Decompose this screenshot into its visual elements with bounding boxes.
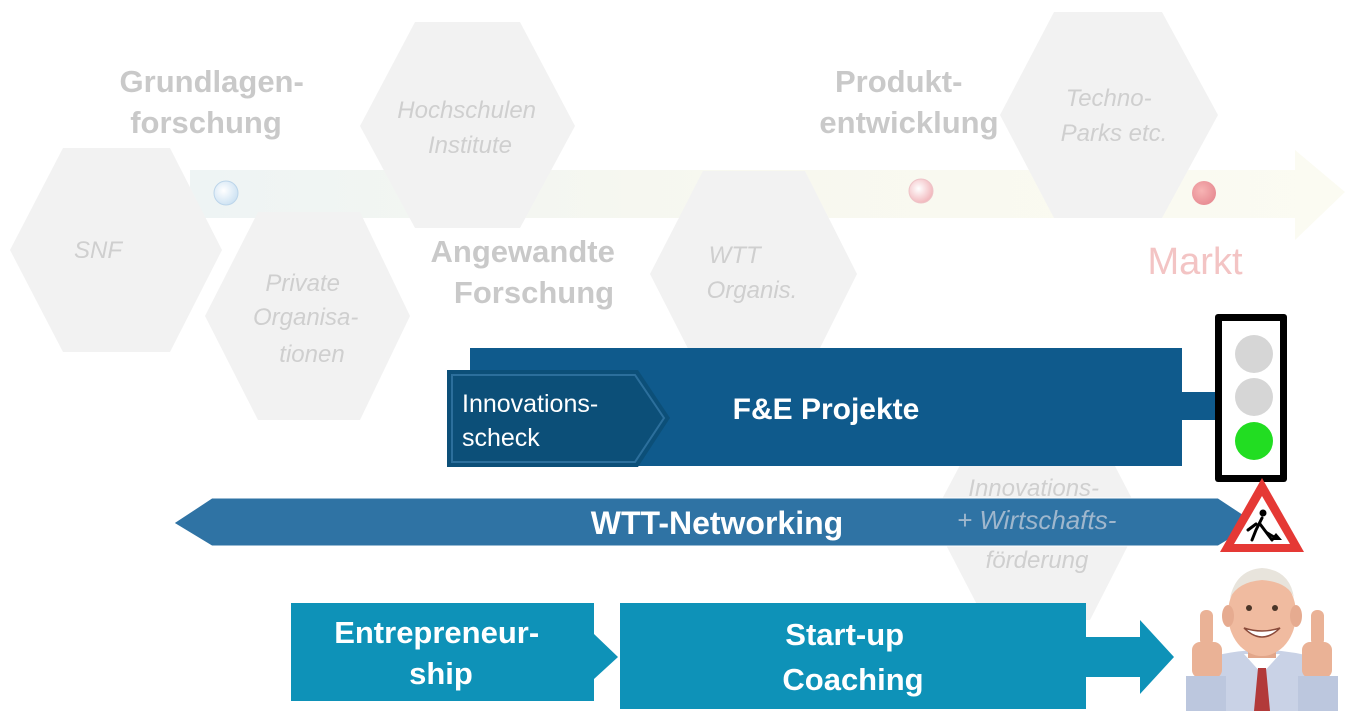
entrepreneurship-box (291, 603, 594, 701)
fe-connector (1182, 392, 1216, 420)
stage-angewandte: Angewandte Forschung (431, 234, 624, 310)
hexagon-snf (10, 148, 222, 352)
hexagon-wtt-label: WTT Organis. (707, 242, 798, 304)
stage-produkt: Produkt- entwicklung (819, 64, 998, 140)
hexagon-snf-label: SNF (74, 237, 123, 264)
hexagon-hochschulen-label: Hochschulen Institute (397, 97, 542, 159)
thumbs-up-photo (1186, 568, 1338, 711)
startup-coaching-box (620, 603, 1086, 709)
hexagon-technoparks-label: Techno- Parks etc. (1061, 85, 1168, 147)
timeline-dot-3 (1192, 181, 1216, 205)
startup-coaching-label: Start-up Coaching (782, 617, 923, 697)
hexagon-private (205, 212, 410, 420)
entrepreneurship-label: Entrepreneur- ship (334, 615, 548, 691)
traffic-light-icon (1215, 314, 1287, 482)
hexagon-hochschulen (360, 22, 575, 228)
stage-grundlagen: Grundlagen- forschung (120, 64, 313, 140)
wtt-networking-label: WTT-Networking (591, 505, 843, 541)
entrepreneurship-arrow (594, 634, 618, 679)
innovationsscheck-box (447, 370, 670, 467)
fe-projekte-label: F&E Projekte (733, 393, 920, 426)
markt-label: Markt (1148, 241, 1243, 283)
hexagon-innovations-label: Innovations- + Wirtschafts- förderung (957, 475, 1123, 574)
roadwork-warning-icon (1220, 478, 1304, 552)
startup-coaching-arrow (1086, 620, 1174, 694)
innovationsscheck-label: Innovations- scheck (462, 390, 605, 452)
timeline-dot-2 (908, 178, 934, 204)
hexagon-technoparks (1000, 12, 1218, 218)
hexagon-wtt-organis (650, 171, 857, 378)
innovationsscheck-inner (451, 374, 666, 463)
timeline-dot-1 (213, 180, 239, 206)
hexagon-private-label: Private Organisa- tionen (253, 270, 365, 368)
